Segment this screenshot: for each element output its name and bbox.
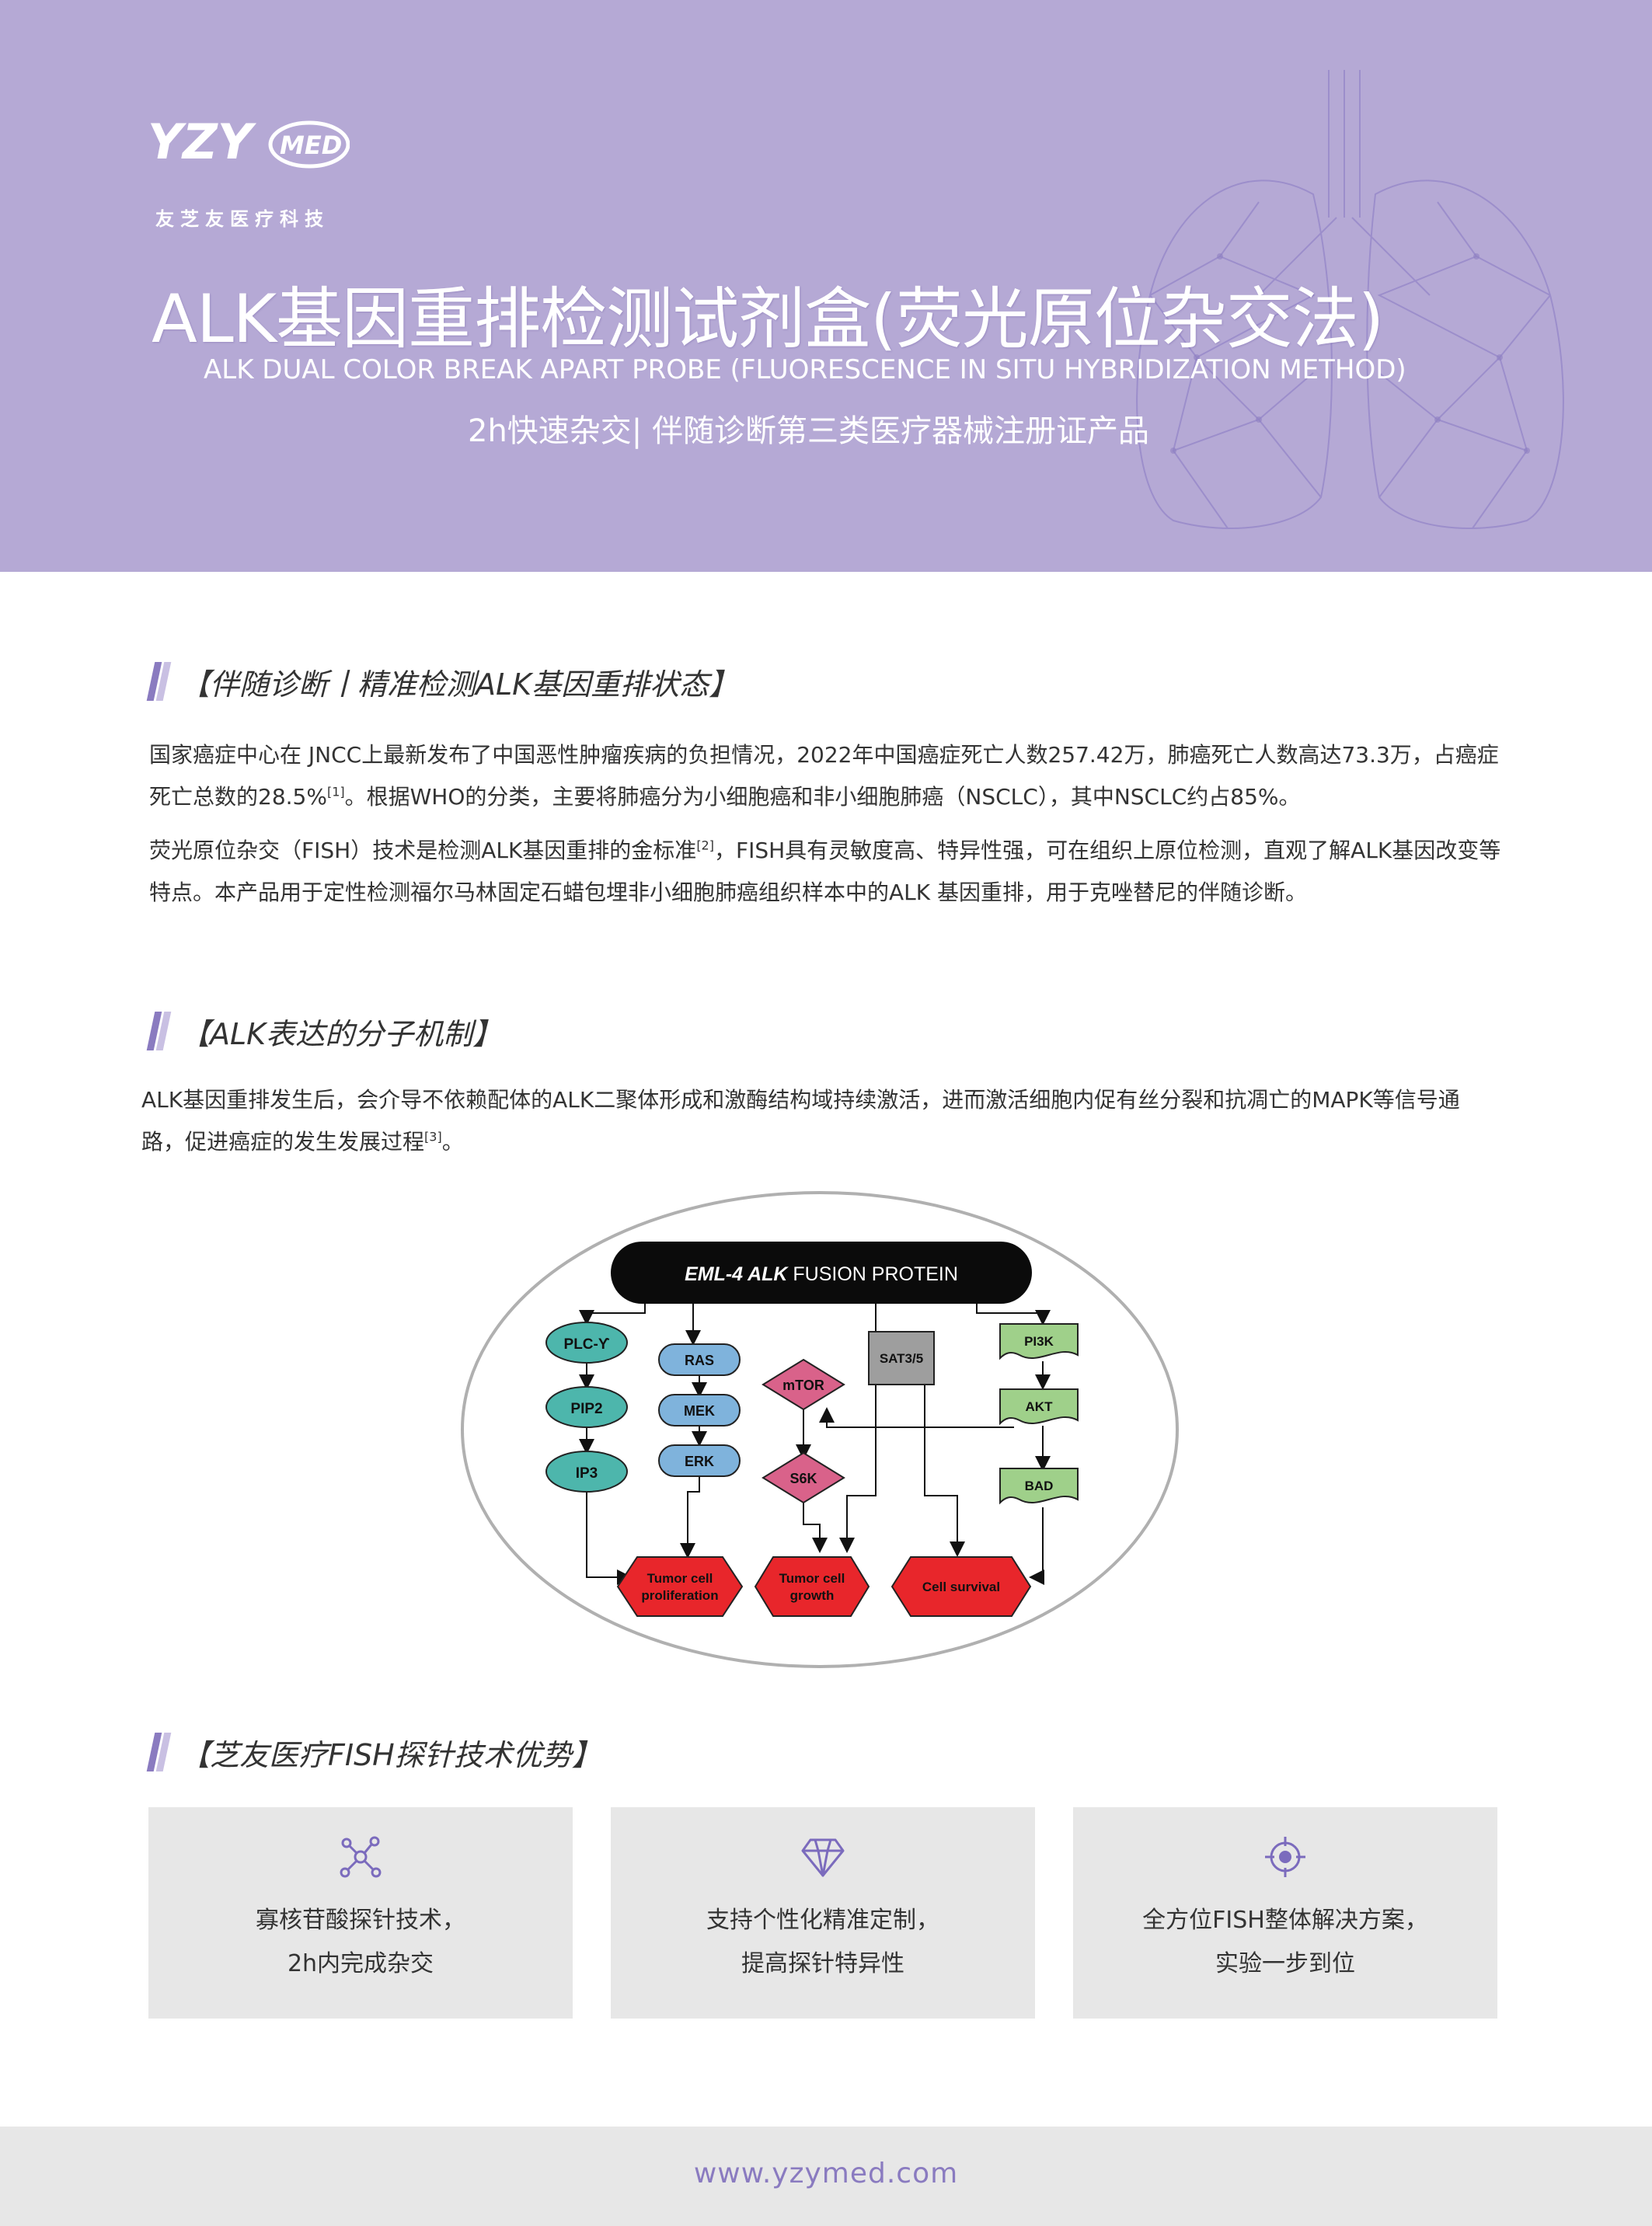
pi3k-node: PI3K (999, 1323, 1079, 1360)
fusion-protein-label: EML-4 ALK FUSION PROTEIN (685, 1263, 958, 1285)
svg-text:PLC-ϒ: PLC-ϒ (564, 1336, 610, 1353)
ras-node: RAS (658, 1343, 741, 1376)
section-heading-molecular-mechanism: 【ALK表达的分子机制】 (146, 1012, 503, 1051)
section-title: 【ALK表达的分子机制】 (180, 1016, 503, 1051)
header-banner: YZY MED 友芝友医疗科技 ALK基因重排检测试剂盒(荧光原位杂交法) AL… (0, 0, 1652, 572)
subtitle-english: ALK DUAL COLOR BREAK APART PROBE (FLUORE… (204, 354, 1406, 385)
card-line-1: 全方位FISH整体解决方案， (1142, 1907, 1428, 1934)
svg-text:YZY: YZY (148, 113, 257, 170)
paragraph-fish-technology: 荧光原位杂交（FISH）技术是检测ALK基因重排的金标准[2]，FISH具有灵敏… (149, 838, 1501, 905)
bad-node: BAD (999, 1468, 1079, 1505)
paragraph-cancer-statistics: 国家癌症中心在 JNCC上最新发布了中国恶性肿瘤疾病的负担情况，2022年中国癌… (149, 742, 1499, 810)
svg-text:growth: growth (790, 1588, 835, 1603)
website-link[interactable]: www.yzymed.com (693, 2158, 959, 2189)
tumor-cell-proliferation-node: Tumor cell proliferation (616, 1556, 744, 1617)
reference-2: [2] (696, 838, 714, 853)
svg-text:Tumor cell: Tumor cell (779, 1571, 845, 1586)
mtor-node: mTOR (762, 1358, 845, 1411)
section-heading-fish-advantages: 【芝友医疗FISH探针技术优势】 (146, 1733, 601, 1772)
cell-survival-node: Cell survival (890, 1556, 1032, 1617)
section-title: 【芝友医疗FISH探针技术优势】 (180, 1737, 601, 1772)
heading-bars-icon (146, 662, 176, 701)
s6k-node: S6K (762, 1451, 845, 1504)
card-line-2: 提高探针特异性 (741, 1950, 904, 1977)
svg-text:ERK: ERK (685, 1454, 714, 1469)
akt-node: AKT (999, 1388, 1079, 1426)
target-icon (1265, 1837, 1305, 1877)
sat35-node: SAT3/5 (868, 1331, 935, 1385)
svg-text:Cell survival: Cell survival (922, 1580, 1000, 1594)
svg-text:proliferation: proliferation (641, 1588, 718, 1603)
plc-gamma-node: PLC-ϒ (545, 1322, 628, 1364)
diagram-outline (461, 1191, 1179, 1668)
svg-text:BAD: BAD (1025, 1479, 1054, 1493)
pip2-node: PIP2 (545, 1386, 628, 1428)
svg-text:PIP2: PIP2 (570, 1401, 602, 1417)
svg-text:MEK: MEK (684, 1403, 715, 1419)
svg-text:RAS: RAS (685, 1353, 714, 1368)
subtitle-chinese: 2h快速杂交| 伴随诊断第三类医疗器械注册证产品 (468, 413, 1149, 449)
tumor-cell-growth-node: Tumor cell growth (754, 1556, 870, 1617)
molecule-icon (340, 1836, 382, 1878)
svg-text:IP3: IP3 (576, 1465, 598, 1482)
svg-text:Tumor cell: Tumor cell (647, 1571, 713, 1586)
ip3-node: IP3 (545, 1451, 628, 1493)
heading-bars-icon (146, 1012, 176, 1050)
card-line-2: 2h内完成杂交 (287, 1950, 434, 1977)
card-line-1: 支持个性化精准定制， (706, 1907, 939, 1934)
section-heading-companion-diagnosis: 【伴随诊断丨精准检测ALK基因重排状态】 (146, 662, 739, 702)
reference-3: [3] (424, 1129, 442, 1144)
company-logo: YZY MED (148, 113, 350, 170)
reference-1: [1] (326, 784, 345, 799)
erk-node: ERK (658, 1444, 741, 1477)
diamond-icon (801, 1838, 845, 1877)
advantage-card-customization: 支持个性化精准定制， 提高探针特异性 (611, 1807, 1035, 2019)
svg-text:MED: MED (280, 131, 342, 160)
advantage-card-oligo-probe: 寡核苷酸探针技术， 2h内完成杂交 (148, 1807, 573, 2019)
logo-subtitle: 友芝友医疗科技 (155, 208, 329, 230)
signaling-pathway-diagram: EML-4 ALK FUSION PROTEIN PLC-ϒ PIP2 (461, 1191, 1179, 1668)
mek-node: MEK (658, 1394, 741, 1427)
heading-bars-icon (146, 1733, 176, 1771)
lung-illustration-icon (1136, 70, 1564, 529)
footer: www.yzymed.com (0, 2127, 1652, 2226)
svg-text:SAT3/5: SAT3/5 (880, 1351, 923, 1366)
card-line-1: 寡核苷酸探针技术， (256, 1907, 465, 1934)
svg-text:S6K: S6K (789, 1471, 817, 1486)
page-title: ALK基因重排检测试剂盒(荧光原位杂交法) (152, 280, 1384, 358)
svg-text:PI3K: PI3K (1024, 1334, 1054, 1349)
fusion-protein-box (611, 1242, 1032, 1304)
paragraph-alk-mechanism: ALK基因重排发生后，会介导不依赖配体的ALK二聚体形成和激酶结构域持续激活，进… (141, 1087, 1460, 1155)
advantage-card-full-solution: 全方位FISH整体解决方案， 实验一步到位 (1073, 1807, 1497, 2019)
card-line-2: 实验一步到位 (1215, 1950, 1355, 1977)
svg-text:mTOR: mTOR (782, 1378, 824, 1393)
svg-text:AKT: AKT (1026, 1399, 1054, 1414)
section-title: 【伴随诊断丨精准检测ALK基因重排状态】 (180, 667, 739, 702)
